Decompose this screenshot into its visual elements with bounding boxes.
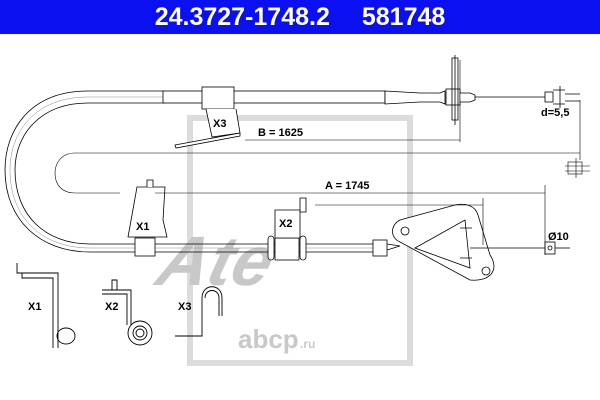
svg-text:Ate: Ate <box>147 223 283 301</box>
callout-x3: X3 <box>213 118 226 130</box>
brake-cable <box>4 55 580 281</box>
dimension-b: B = 1625 <box>258 127 303 139</box>
detail-x1-clip <box>16 263 76 348</box>
title-bar: 24.3727-1748.2 581748 <box>0 0 600 34</box>
dimension-a: A = 1745 <box>325 180 370 192</box>
ref-number: 581748 <box>361 2 446 31</box>
detail-x3-label: X3 <box>178 301 191 313</box>
clip-x2 <box>274 197 307 239</box>
abcp-watermark: abcp .ru <box>238 324 315 354</box>
dimension-diameter: Ø10 <box>548 231 569 243</box>
svg-text:.ru: .ru <box>300 337 315 351</box>
dimension-lines <box>54 60 590 255</box>
callout-x2: X2 <box>279 218 292 230</box>
detail-x2-label: X2 <box>105 301 118 313</box>
detail-x1-label: X1 <box>28 301 41 313</box>
detail-x3-clip <box>175 286 223 337</box>
part-number: 24.3727-1748.2 <box>154 2 330 31</box>
detail-x2-clip <box>102 279 153 346</box>
svg-text:abcp: abcp <box>238 324 299 354</box>
dimension-d: d=5,5 <box>541 107 569 119</box>
clip-x3 <box>174 86 241 149</box>
callout-x1: X1 <box>136 221 149 233</box>
ate-watermark: Ate <box>147 115 413 366</box>
clip-x1 <box>127 179 168 238</box>
